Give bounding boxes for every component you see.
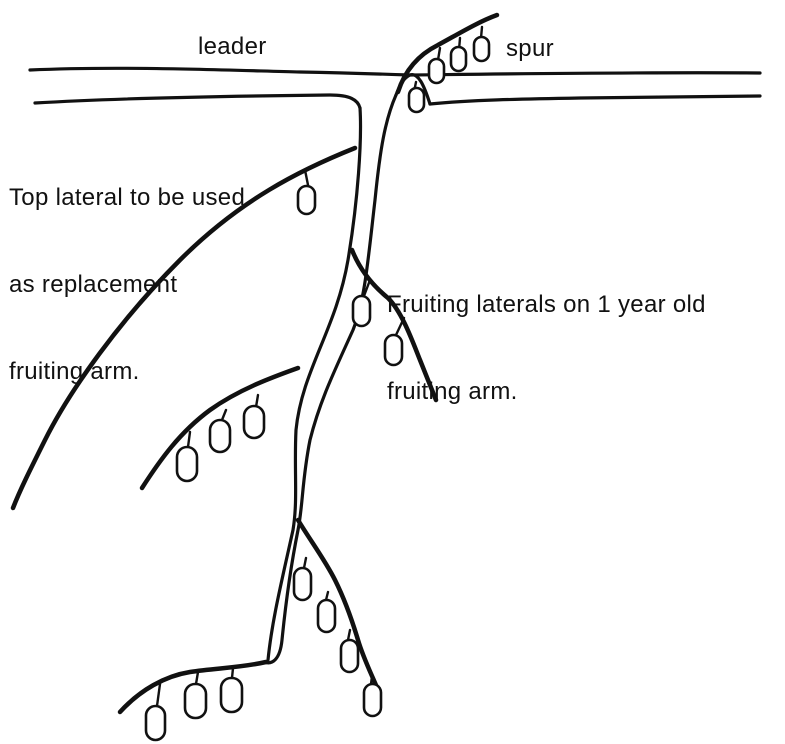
top-lateral-label-line-1: Top lateral to be used [9,183,245,212]
fruiting-laterals-label-line-2: fruiting arm. [387,377,706,406]
bottom-left-bud-2 [185,684,206,718]
middle-left-bud-1 [244,406,264,438]
lower-right-bud-2 [318,600,335,632]
fruiting-laterals-label-line-1: Fruiting laterals on 1 year old [387,290,706,319]
spur-label: spur [506,34,554,63]
top-lateral-label-line-3: fruiting arm. [9,357,245,386]
bottom-left-twig-3 [157,684,160,706]
middle-left-bud-3 [177,447,197,481]
spur-branch [398,15,497,112]
spur-bud-4 [409,88,424,112]
top-lateral-bud [298,186,315,214]
bottom-left-fruiting-lateral [120,662,266,740]
lower-right-twig-3 [348,630,350,640]
spur-bud-3 [474,37,489,61]
lower-right-fruiting-lateral [294,520,381,716]
top-lateral-twig [305,170,308,185]
spur-bud-1 [429,59,444,83]
top-lateral-label-line-2: as replacement [9,270,245,299]
bottom-left-twig-1 [232,668,233,678]
bottom-left-twig-2 [196,672,198,684]
lower-right-lateral-stem [298,520,378,690]
middle-left-bud-2 [210,420,230,452]
spur-bud-2 [451,47,466,71]
middle-left-twig-3 [188,432,190,447]
leader-label: leader [198,32,267,61]
leader-bottom-line-left [35,95,360,108]
leader-top-line [30,68,760,75]
bottom-left-bud-3 [146,706,165,740]
fruiting-laterals-label: Fruiting laterals on 1 year old fruiting… [387,232,706,435]
leader-bottom-line-right [430,96,760,104]
top-lateral-label: Top lateral to be used as replacement fr… [9,125,245,415]
leader-branch [30,68,760,108]
right-lateral-bud-1 [353,296,370,326]
lower-right-bud-4 [364,684,381,716]
lower-right-twig-1 [304,558,306,568]
lower-right-bud-3 [341,640,358,672]
lower-right-bud-1 [294,568,311,600]
bottom-left-bud-1 [221,678,242,712]
